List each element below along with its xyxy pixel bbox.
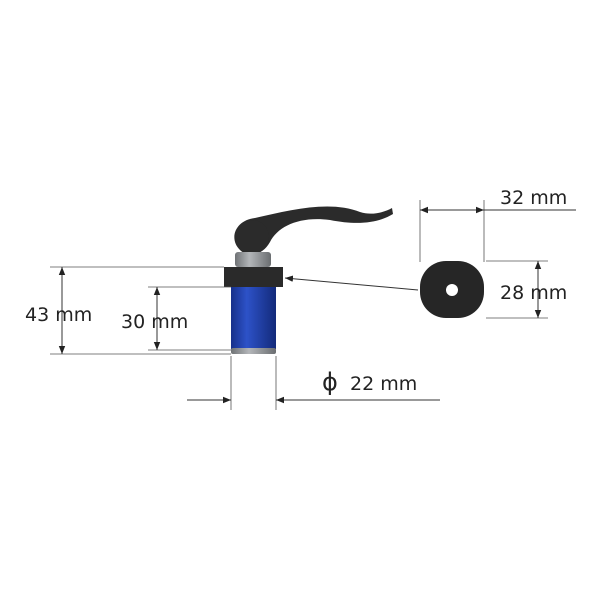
- lever-pivot: [235, 220, 269, 254]
- bottom-band: [231, 348, 276, 354]
- label-32mm: 32 mm: [500, 187, 567, 209]
- disc-front-view: [420, 261, 484, 318]
- collar: [235, 252, 271, 267]
- diameter-symbol: ϕ: [322, 368, 338, 396]
- label-30mm: 30 mm: [121, 311, 188, 333]
- label-22mm: 22 mm: [350, 373, 417, 395]
- product-side-view: [224, 206, 393, 354]
- label-43mm: 43 mm: [25, 304, 92, 326]
- label-28mm: 28 mm: [500, 282, 567, 304]
- lever: [234, 206, 393, 255]
- disc-hole: [446, 284, 458, 296]
- black-ring: [224, 267, 283, 287]
- leader-line: [284, 275, 419, 291]
- blue-body: [231, 287, 276, 349]
